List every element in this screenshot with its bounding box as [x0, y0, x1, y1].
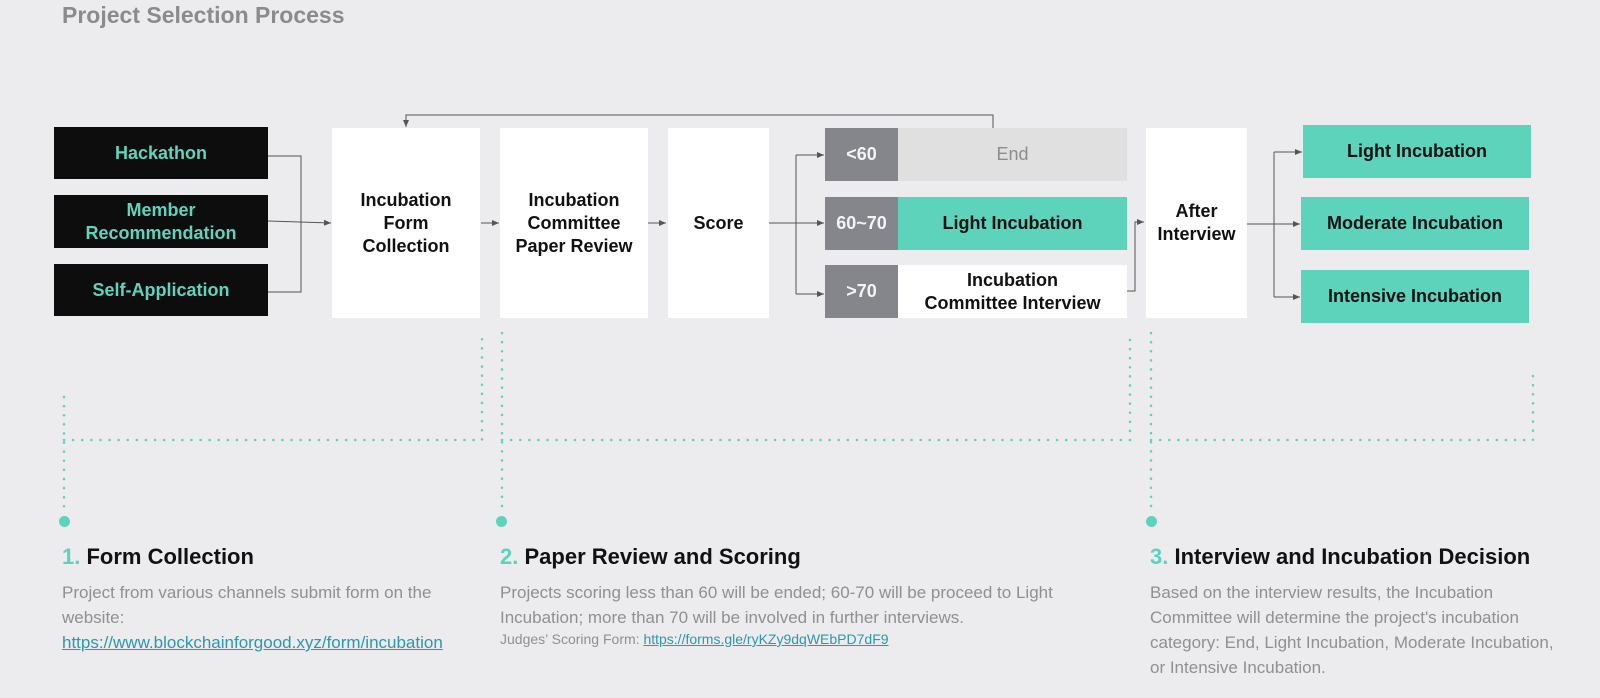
section-2-note: Judges’ Scoring Form: https://forms.gle/… [500, 631, 1100, 647]
step-score: Score [668, 128, 769, 318]
section-3-number: 3. [1150, 544, 1169, 569]
branch-result-end: End [898, 128, 1127, 181]
section-interview-decision: 3. Interview and Incubation Decision Bas… [1150, 544, 1560, 680]
branch-result-light-incubation: Light Incubation [898, 197, 1127, 250]
source-member-recommendation: Member Recommendation [54, 195, 268, 248]
section-1-heading: 1. Form Collection [62, 544, 482, 570]
section-2-number: 2. [500, 544, 519, 569]
branch-tag-below-60: <60 [825, 128, 898, 181]
section-1-description: Project from various channels submit for… [62, 580, 482, 655]
section-2-text: Projects scoring less than 60 will be en… [500, 583, 1053, 627]
section-2-marker [496, 516, 507, 527]
section-2-title: Paper Review and Scoring [524, 544, 801, 569]
section-1-number: 1. [62, 544, 81, 569]
section-1-text: Project from various channels submit for… [62, 583, 432, 627]
outcome-intensive-incubation: Intensive Incubation [1301, 270, 1529, 323]
source-hackathon: Hackathon [54, 127, 268, 179]
scoring-form-label: Judges’ Scoring Form: [500, 631, 644, 647]
section-form-collection: 1. Form Collection Project from various … [62, 544, 482, 655]
branch-result-committee-interview: Incubation Committee Interview [898, 265, 1127, 318]
section-1-marker [59, 516, 70, 527]
source-self-application: Self-Application [54, 264, 268, 316]
section-3-text: Based on the interview results, the Incu… [1150, 583, 1554, 677]
step-after-interview: After Interview [1146, 128, 1247, 318]
branch-tag-above-70: >70 [825, 265, 898, 318]
section-paper-review: 2. Paper Review and Scoring Projects sco… [500, 544, 1100, 647]
outcome-moderate-incubation: Moderate Incubation [1301, 197, 1529, 250]
scoring-form-link[interactable]: https://forms.gle/ryKZy9dqWEbPD7dF9 [643, 631, 889, 647]
outcome-light-incubation: Light Incubation [1303, 125, 1531, 178]
branch-tag-60-70: 60~70 [825, 197, 898, 250]
section-2-heading: 2. Paper Review and Scoring [500, 544, 1100, 570]
form-link[interactable]: https://www.blockchainforgood.xyz/form/i… [62, 633, 443, 652]
section-3-marker [1146, 516, 1157, 527]
section-1-title: Form Collection [86, 544, 254, 569]
step-form-collection: Incubation Form Collection [332, 128, 480, 318]
section-3-heading: 3. Interview and Incubation Decision [1150, 544, 1560, 570]
section-3-title: Interview and Incubation Decision [1174, 544, 1531, 569]
page-title: Project Selection Process [62, 2, 345, 28]
step-paper-review: Incubation Committee Paper Review [500, 128, 648, 318]
